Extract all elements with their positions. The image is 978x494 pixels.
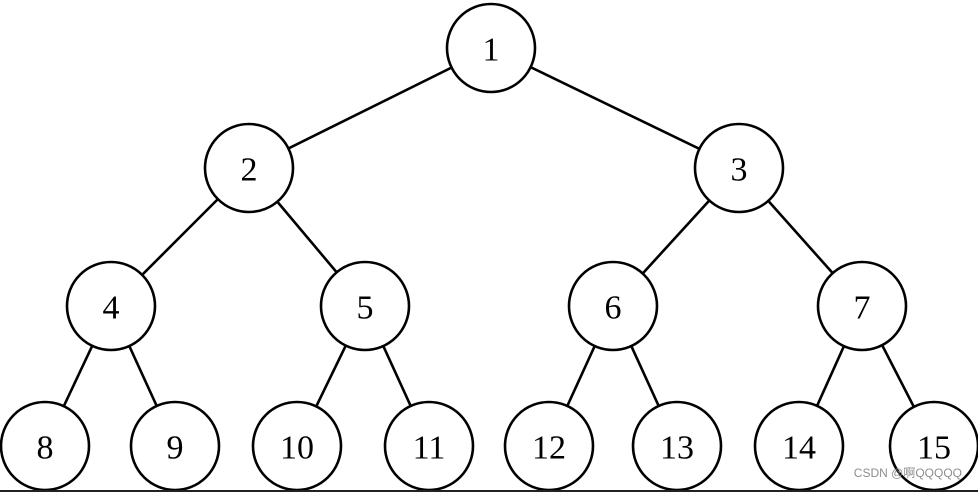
tree-node-7: 7 xyxy=(816,260,908,352)
node-label-12: 12 xyxy=(532,430,566,467)
node-label-4: 4 xyxy=(103,290,120,327)
node-circle-2 xyxy=(203,122,295,214)
tree-node-3: 3 xyxy=(693,122,785,214)
tree-node-8: 8 xyxy=(0,400,91,492)
tree-node-1: 1 xyxy=(445,2,537,94)
edge-1-3 xyxy=(490,46,740,170)
node-label-9: 9 xyxy=(167,430,184,467)
node-circle-1 xyxy=(445,2,537,94)
node-label-14: 14 xyxy=(782,430,816,467)
tree-node-9: 9 xyxy=(129,400,221,492)
node-label-15: 15 xyxy=(917,430,951,467)
node-label-1: 1 xyxy=(483,32,500,69)
node-circle-5 xyxy=(319,260,411,352)
tree-node-12: 12 xyxy=(503,400,595,492)
node-label-3: 3 xyxy=(731,152,748,189)
watermark-text: CSDN @啊QQQQQ xyxy=(853,466,962,480)
node-label-7: 7 xyxy=(854,290,871,327)
tree-node-4: 4 xyxy=(65,260,157,352)
node-label-11: 11 xyxy=(413,430,446,467)
tree-node-10: 10 xyxy=(251,400,343,492)
node-label-2: 2 xyxy=(241,152,258,189)
tree-node-5: 5 xyxy=(319,260,411,352)
node-circle-3 xyxy=(693,122,785,214)
tree-node-2: 2 xyxy=(203,122,295,214)
node-label-13: 13 xyxy=(660,430,694,467)
node-label-6: 6 xyxy=(605,290,622,327)
node-circle-4 xyxy=(65,260,157,352)
node-label-8: 8 xyxy=(37,430,54,467)
tree-node-11: 11 xyxy=(383,400,475,492)
tree-node-14: 14 xyxy=(753,400,845,492)
node-label-5: 5 xyxy=(357,290,374,327)
tree-node-15: 15 xyxy=(888,400,978,492)
tree-node-13: 13 xyxy=(631,400,723,492)
node-circle-6 xyxy=(567,260,659,352)
tree-node-6: 6 xyxy=(567,260,659,352)
tree-edges xyxy=(43,46,936,447)
node-label-10: 10 xyxy=(280,430,314,467)
node-circle-7 xyxy=(816,260,908,352)
